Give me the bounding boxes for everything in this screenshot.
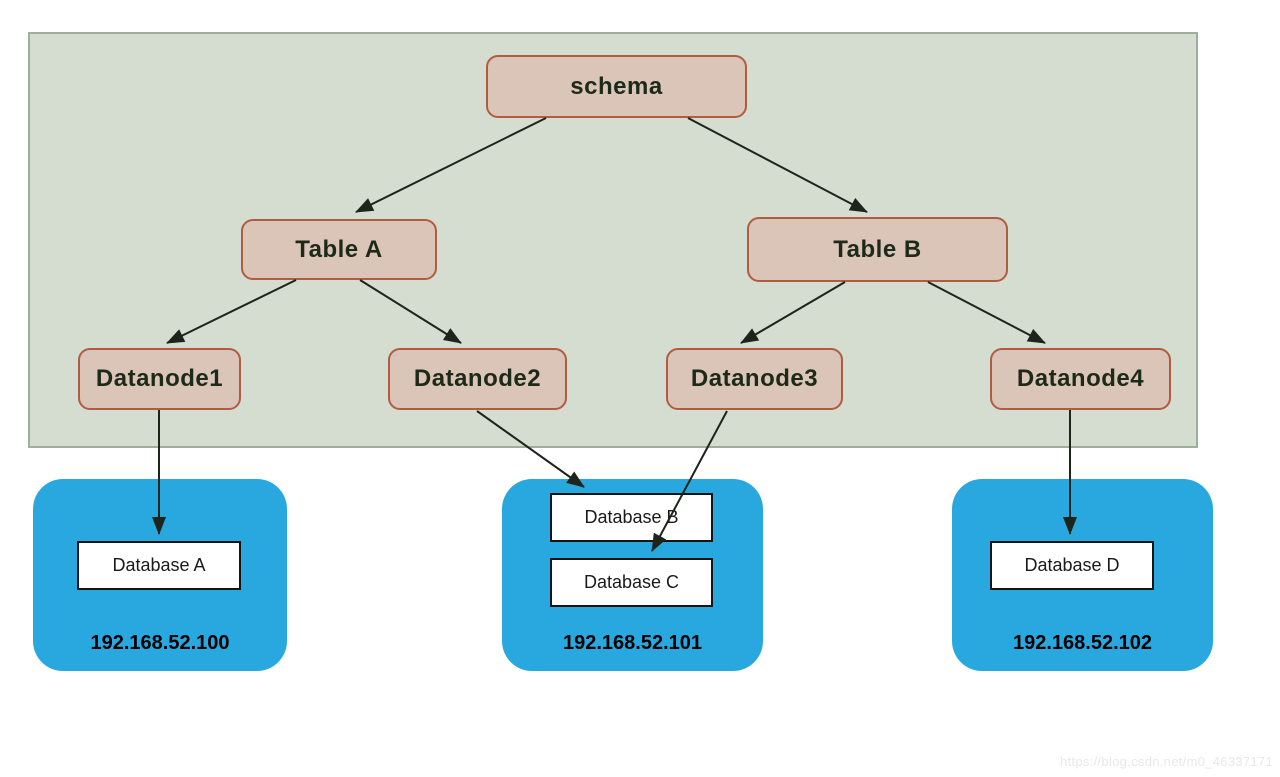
node-datanode3-label: Datanode3: [690, 365, 819, 392]
host-ip-label: 192.168.52.102: [1012, 632, 1153, 654]
database-box: Database A: [77, 541, 241, 590]
node-schema-label: schema: [570, 72, 663, 100]
database-box: Database D: [990, 541, 1154, 590]
host-box-100: Database A 192.168.52.100: [33, 479, 287, 671]
database-box: Database B: [550, 493, 713, 542]
database-label: Database C: [583, 572, 680, 592]
node-datanode4-label: Datanode4: [1016, 365, 1145, 392]
node-table-b: Table B: [747, 217, 1008, 282]
node-datanode3: Datanode3: [666, 348, 843, 410]
node-datanode2-label: Datanode2: [413, 365, 542, 392]
node-datanode2: Datanode2: [388, 348, 567, 410]
host-ip-label: 192.168.52.100: [90, 632, 230, 654]
host-ip-label: 192.168.52.101: [562, 632, 703, 654]
node-table-b-label: Table B: [833, 235, 922, 263]
database-box: Database C: [550, 558, 713, 607]
node-datanode4: Datanode4: [990, 348, 1171, 410]
node-datanode1-label: Datanode1: [95, 365, 224, 392]
host-box-101: Database B Database C 192.168.52.101: [502, 479, 763, 671]
database-label: Database B: [584, 507, 679, 527]
database-label: Database A: [112, 555, 206, 575]
node-table-a-label: Table A: [295, 235, 383, 263]
watermark-url: https://blog.csdn.net/m0_46337171: [1060, 754, 1273, 769]
node-datanode1: Datanode1: [78, 348, 241, 410]
node-table-a: Table A: [241, 219, 437, 280]
host-box-102: Database D 192.168.52.102: [952, 479, 1213, 671]
node-schema: schema: [486, 55, 747, 118]
database-label: Database D: [1024, 555, 1120, 575]
